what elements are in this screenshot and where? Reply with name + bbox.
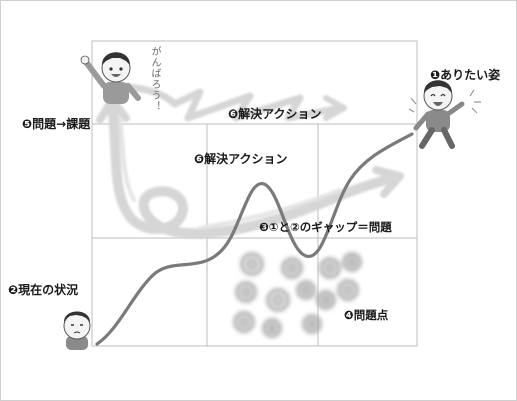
- label-gap: ❸①と②のギャップ＝問題: [259, 220, 392, 234]
- current-person-icon: [63, 311, 91, 350]
- label-issue: ❺問題→課題: [22, 117, 91, 131]
- problem-swirls: [233, 252, 362, 338]
- label-action-lower: ❻解決アクション: [194, 152, 288, 166]
- label-problem-points: ❹問題点: [344, 308, 389, 322]
- speech-text: がんばろう！: [149, 46, 160, 112]
- label-ideal: ❶ありたい姿: [430, 68, 501, 82]
- label-action-upper: ❻解決アクション: [228, 107, 322, 121]
- label-current: ❷現在の状況: [8, 283, 79, 297]
- sparkle-icon: [408, 89, 481, 114]
- gap-curve: [95, 132, 414, 346]
- cheering-person-icon: [80, 52, 141, 104]
- ideal-person-icon: [413, 80, 465, 149]
